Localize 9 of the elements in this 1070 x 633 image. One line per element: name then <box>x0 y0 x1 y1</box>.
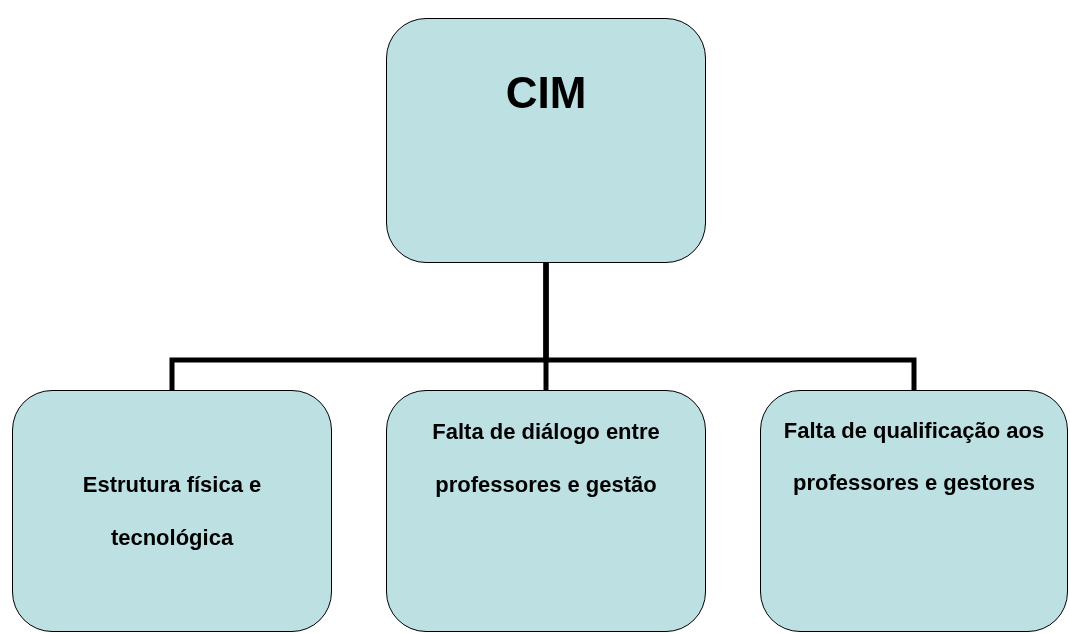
topic-label: Falta de qualificação aos professores e gestores <box>782 417 1046 497</box>
root-label: CIM <box>505 67 587 119</box>
topic-box <box>12 390 332 632</box>
topic-box <box>760 390 1068 632</box>
root-box <box>386 18 706 263</box>
topic-label: Estrutura física e tecnológica <box>81 471 263 552</box>
topic-box <box>386 390 706 632</box>
topic-label: Falta de diálogo entre professores e gestão <box>431 418 661 499</box>
connector-line <box>543 263 917 390</box>
